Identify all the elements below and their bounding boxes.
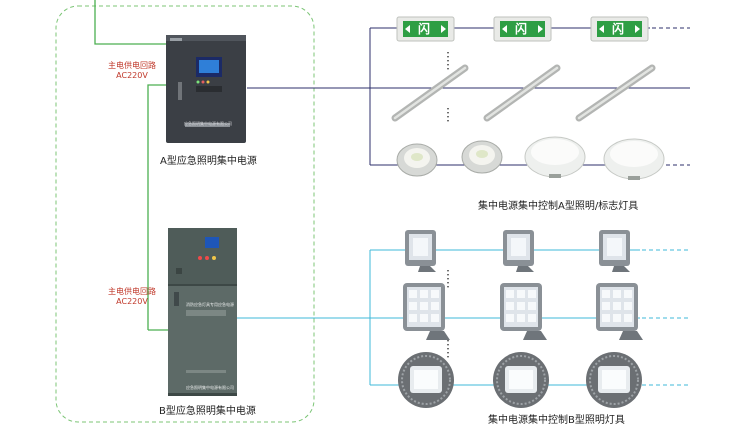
tube-light-1	[391, 64, 469, 122]
exit-sign-glyph-1: 闪	[418, 22, 431, 36]
a-feed-circuit-text: 主电供电回路	[108, 61, 156, 70]
bus-a-dashed-ends	[652, 27, 690, 166]
bus-b-dashed-ends	[642, 249, 690, 386]
tube-light-2	[483, 64, 561, 122]
tube-light-3	[575, 64, 656, 122]
floodlight-small-3	[599, 230, 630, 272]
group-a-caption: 集中电源集中控制A型照明/标志灯具	[478, 201, 639, 212]
exit-sign-glyph-3: 闪	[612, 22, 625, 36]
ceiling-light-1	[524, 136, 586, 178]
b-panel-caption: B型应急照明集中电源	[159, 406, 256, 417]
floodlight-small-2	[503, 230, 534, 272]
highbay-light-3	[586, 352, 642, 408]
highbay-light-2	[493, 352, 549, 408]
b-feed-label: 主电供电回路 AC220V	[108, 287, 156, 307]
b-cabinet-label: 消防应急灯具专用应急电源	[186, 302, 234, 307]
a-type-power-panel	[166, 35, 246, 143]
a-feed-label: 主电供电回路 AC220V	[108, 61, 156, 81]
mains-feed-lines	[94, 0, 168, 331]
a-panel-plate: 应急照明集中电源有限公司	[184, 121, 232, 126]
exit-sign-1	[396, 16, 455, 42]
a-panel-caption: A型应急照明集中电源	[160, 156, 257, 167]
downlight-1	[396, 143, 438, 177]
b-feed-circuit-text: 主电供电回路	[108, 287, 156, 296]
exit-sign-arrows	[405, 25, 640, 33]
floodlight-small-1	[405, 230, 436, 272]
exit-sign-2	[493, 16, 552, 42]
highbay-light-1	[398, 352, 454, 408]
floodlight-large-2	[500, 283, 547, 340]
floodlight-large-1	[403, 283, 450, 340]
b-type-power-cabinet	[168, 228, 237, 396]
exit-sign-glyph-2: 闪	[515, 22, 528, 36]
b-feed-voltage-text: AC220V	[116, 297, 148, 306]
b-cabinet-plate: 应急照明集中电源有限公司	[186, 385, 234, 390]
a-feed-voltage-text: AC220V	[116, 71, 148, 80]
downlight-2	[461, 140, 503, 174]
ceiling-light-2	[603, 138, 665, 180]
floodlight-large-3	[596, 283, 643, 340]
exit-sign-3	[590, 16, 649, 42]
power-supply-zone	[55, 5, 315, 423]
group-b-caption: 集中电源集中控制B型照明灯具	[488, 415, 625, 426]
